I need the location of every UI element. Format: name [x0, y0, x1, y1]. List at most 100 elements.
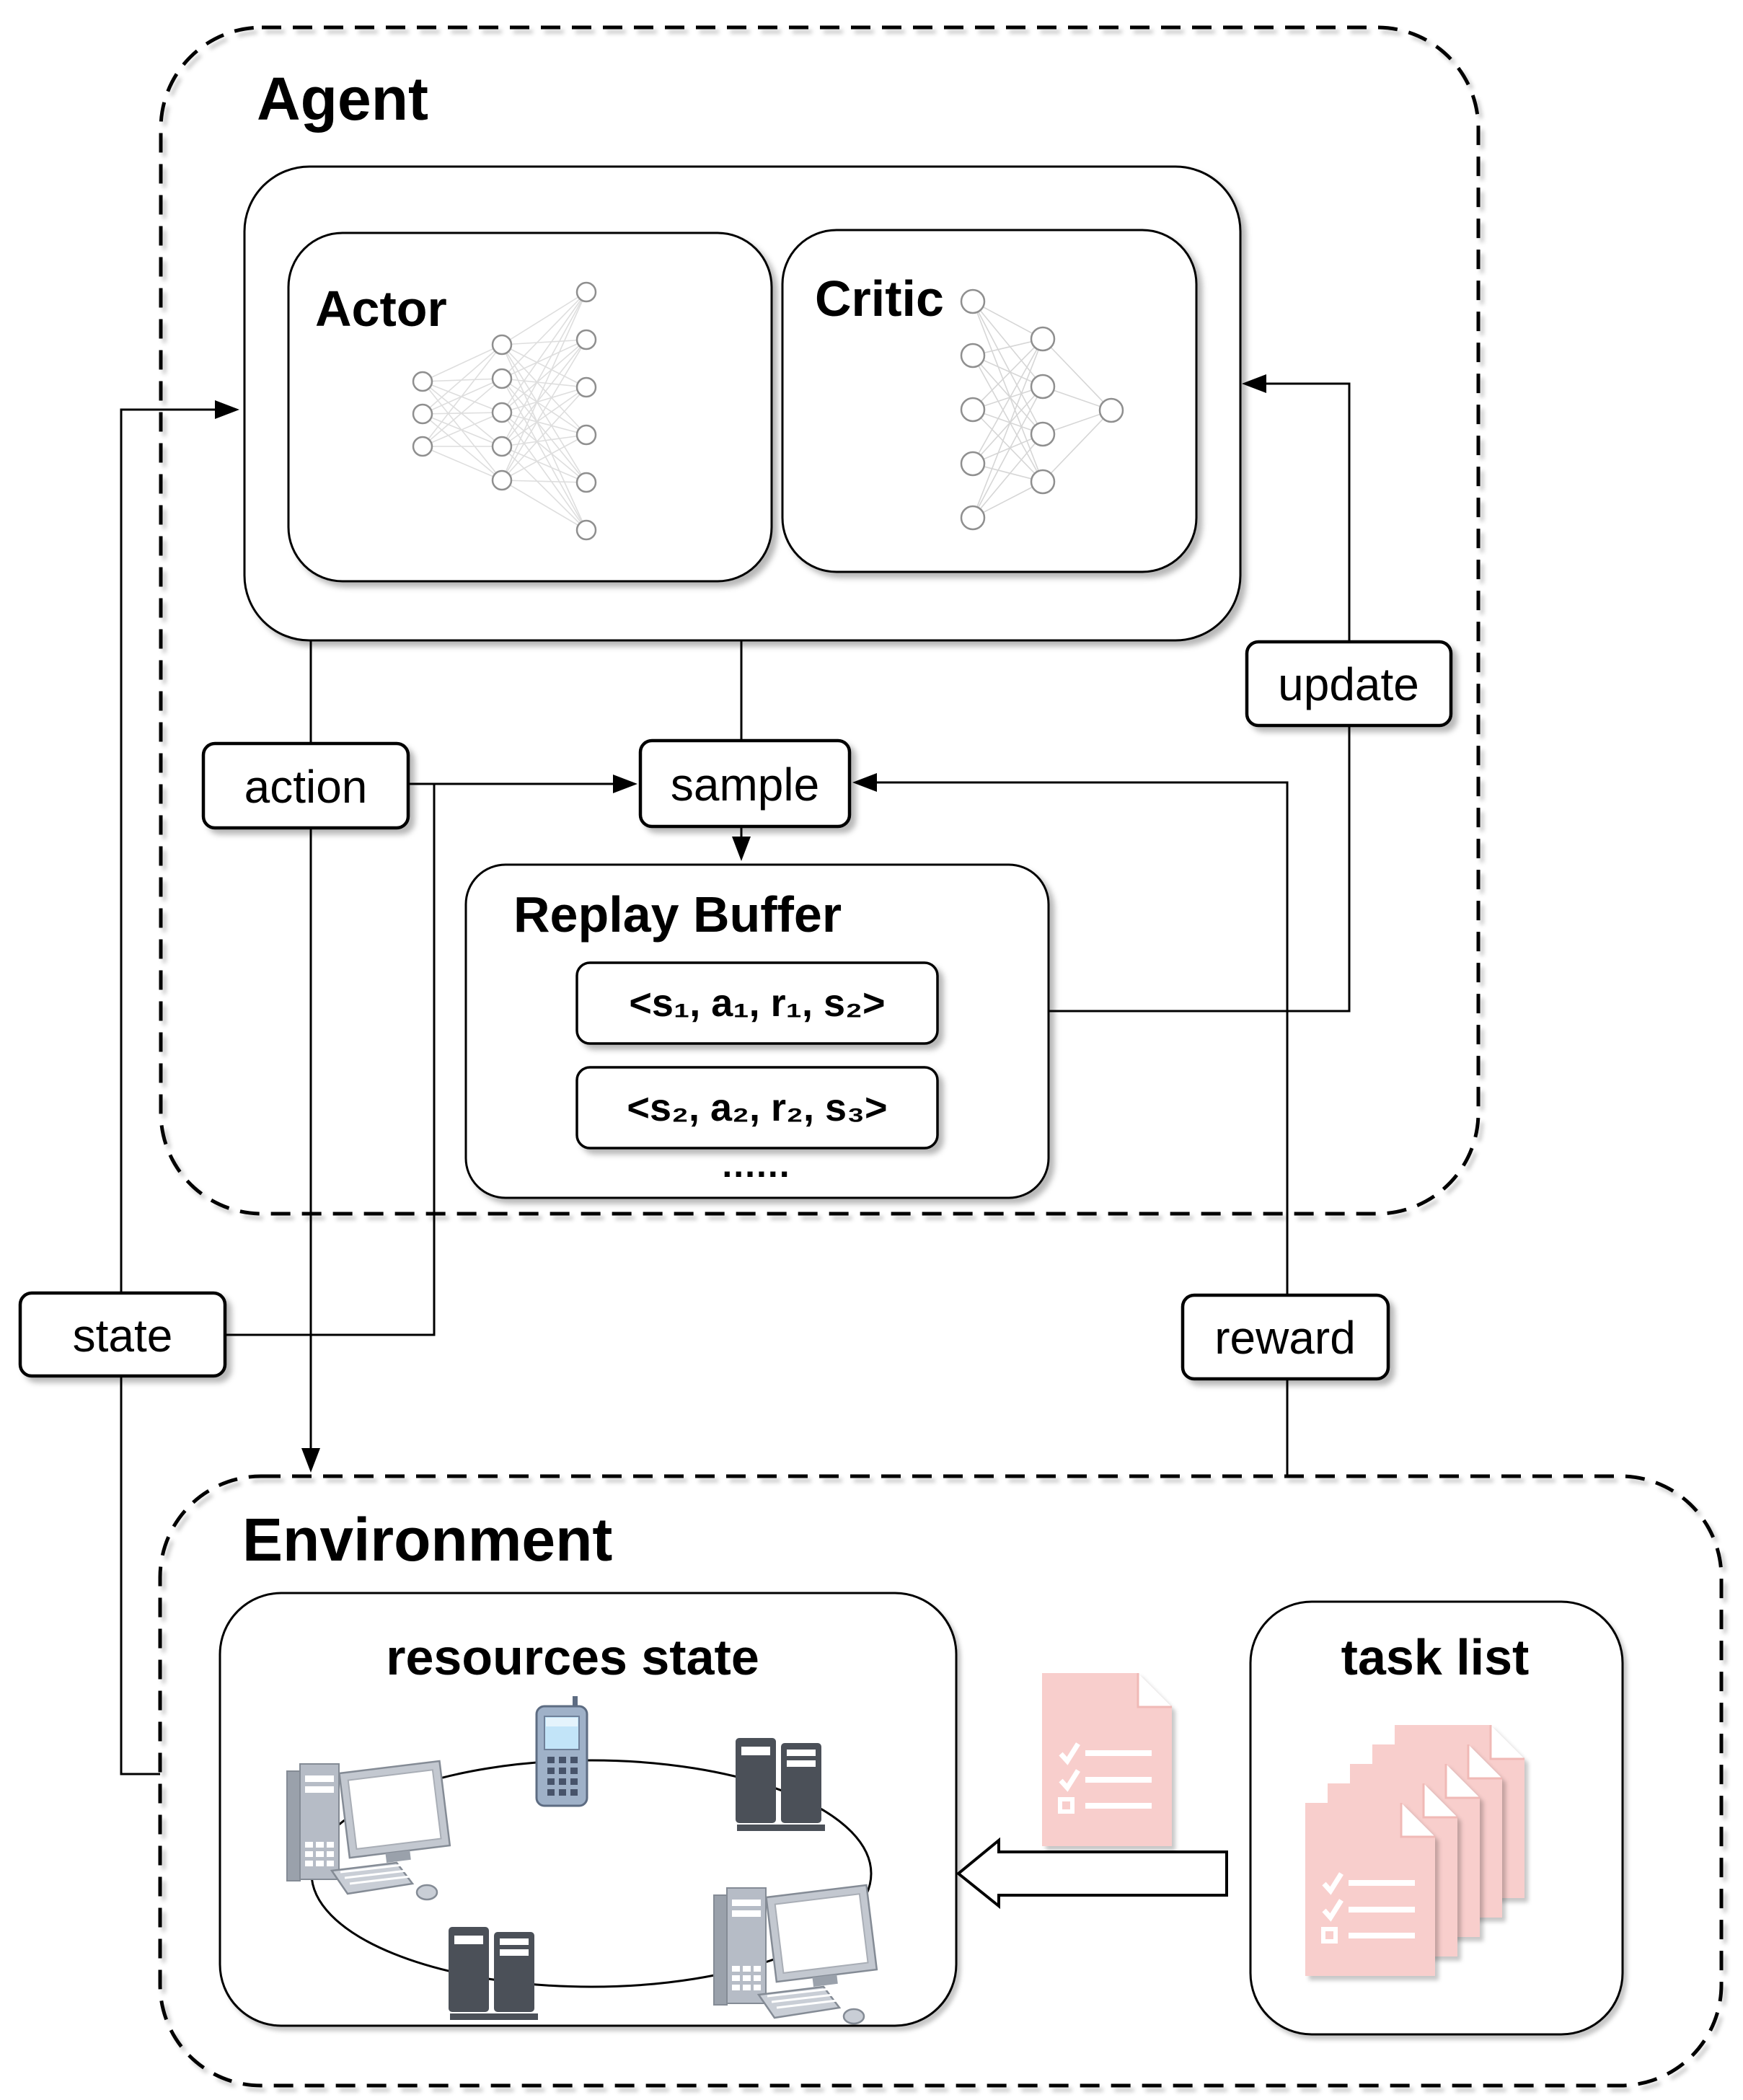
network-edge [972, 355, 1043, 387]
network-edge [972, 301, 1043, 340]
environment-box [158, 1474, 1724, 2088]
network-node-icon [491, 368, 513, 389]
network-edge [501, 378, 587, 388]
reward-to-sample-line [877, 781, 1289, 1476]
network-edge [972, 301, 1043, 482]
network-node-icon [575, 519, 597, 541]
network-edge [501, 344, 587, 483]
network-edge [972, 386, 1043, 464]
network-edge [972, 301, 1043, 435]
flow-labels: action sample update state reward [18, 640, 1453, 1381]
arrowhead-into-sample-left-icon [613, 775, 637, 793]
arrowhead-into-environment-icon [301, 1448, 320, 1473]
network-node-icon [1030, 469, 1056, 495]
network-edge [972, 386, 1043, 519]
network-edge [501, 387, 587, 413]
network-edge [972, 433, 1043, 519]
network-node-icon [575, 472, 597, 493]
critic-neural-network [960, 288, 1124, 531]
network-edge [501, 344, 587, 436]
network-edge [501, 291, 587, 447]
network-edge [501, 480, 587, 531]
replay-entry-1 [575, 961, 939, 1045]
network-node-icon [412, 371, 433, 392]
network-edge [422, 446, 503, 481]
resources-state-title: resources state [386, 1629, 759, 1685]
state-to-sample-line [225, 784, 436, 1336]
state-label-box [18, 1291, 227, 1378]
network-node-icon [1030, 421, 1056, 447]
replay-entry-2 [575, 1066, 939, 1150]
network-edge [972, 409, 1043, 482]
network-node-icon [1098, 397, 1124, 423]
network-edge [501, 339, 587, 345]
network-edge [972, 338, 1043, 519]
network-edge [501, 344, 587, 388]
actor-title: Actor [315, 281, 447, 337]
network-edge [501, 291, 587, 413]
replay-buffer-title: Replay Buffer [513, 886, 842, 943]
arrowhead-into-agent-icon [215, 400, 239, 419]
replay-entry-2-text: <s₂, a₂, r₂, s₃> [627, 1086, 887, 1129]
network-edge [422, 344, 503, 447]
stack-doc-front [1305, 1803, 1435, 1976]
task-transfer-arrow-icon [956, 1837, 1228, 1910]
agent-title: Agent [257, 65, 428, 133]
task-list-title: task list [1341, 1629, 1530, 1685]
state-to-agent-line [120, 408, 215, 1775]
network-edge [422, 381, 503, 447]
network-edge [501, 378, 587, 531]
network-node-icon [491, 402, 513, 423]
network-node-icon [575, 281, 597, 303]
arrowhead-into-sample-right-icon [852, 773, 877, 792]
network-edge [972, 301, 1043, 387]
network-node-icon [960, 288, 986, 314]
update-label-box [1245, 640, 1453, 728]
network-node-icon [575, 329, 597, 350]
arrowhead-into-replaybuffer-icon [732, 837, 751, 861]
reward-label-box [1181, 1293, 1390, 1381]
network-edge [422, 381, 503, 413]
network-edge [422, 413, 503, 447]
network-edge [501, 339, 587, 413]
sample-label-box [638, 738, 852, 829]
connectors [120, 382, 1351, 1775]
network-node-icon [960, 343, 986, 369]
network-node-icon [491, 469, 513, 491]
network-edge [972, 355, 1043, 482]
network-edge [1042, 338, 1112, 411]
network-edge [501, 446, 587, 483]
network-node-icon [412, 436, 433, 457]
reward-label: reward [1214, 1312, 1356, 1364]
network-edge [501, 291, 587, 345]
network-edge [972, 355, 1043, 435]
network-edge [422, 378, 503, 447]
replay-ellipsis: ...... [722, 1144, 790, 1185]
network-node-icon [1030, 374, 1056, 400]
network-edge [501, 434, 587, 447]
network-edge [1042, 410, 1112, 482]
network-edge [501, 387, 587, 481]
network-edge [501, 378, 587, 483]
network-edge [501, 291, 587, 481]
network-edge [501, 344, 587, 531]
network-edge [501, 412, 587, 436]
actor-neural-network [412, 281, 597, 541]
update-label: update [1278, 658, 1419, 710]
network-edge [972, 433, 1043, 464]
state-label: state [73, 1310, 173, 1362]
environment-title: Environment [242, 1506, 612, 1574]
network-edge [972, 481, 1043, 519]
network-edge [501, 291, 587, 379]
network-node-icon [491, 436, 513, 457]
network-node-icon [412, 403, 433, 425]
action-label-box [201, 741, 410, 830]
critic-title: Critic [815, 270, 944, 327]
network-edge [972, 338, 1043, 464]
network-edge [422, 344, 503, 382]
sample-label: sample [671, 759, 819, 811]
dispatched-task-document [1042, 1673, 1172, 1846]
network-edge [501, 378, 587, 436]
